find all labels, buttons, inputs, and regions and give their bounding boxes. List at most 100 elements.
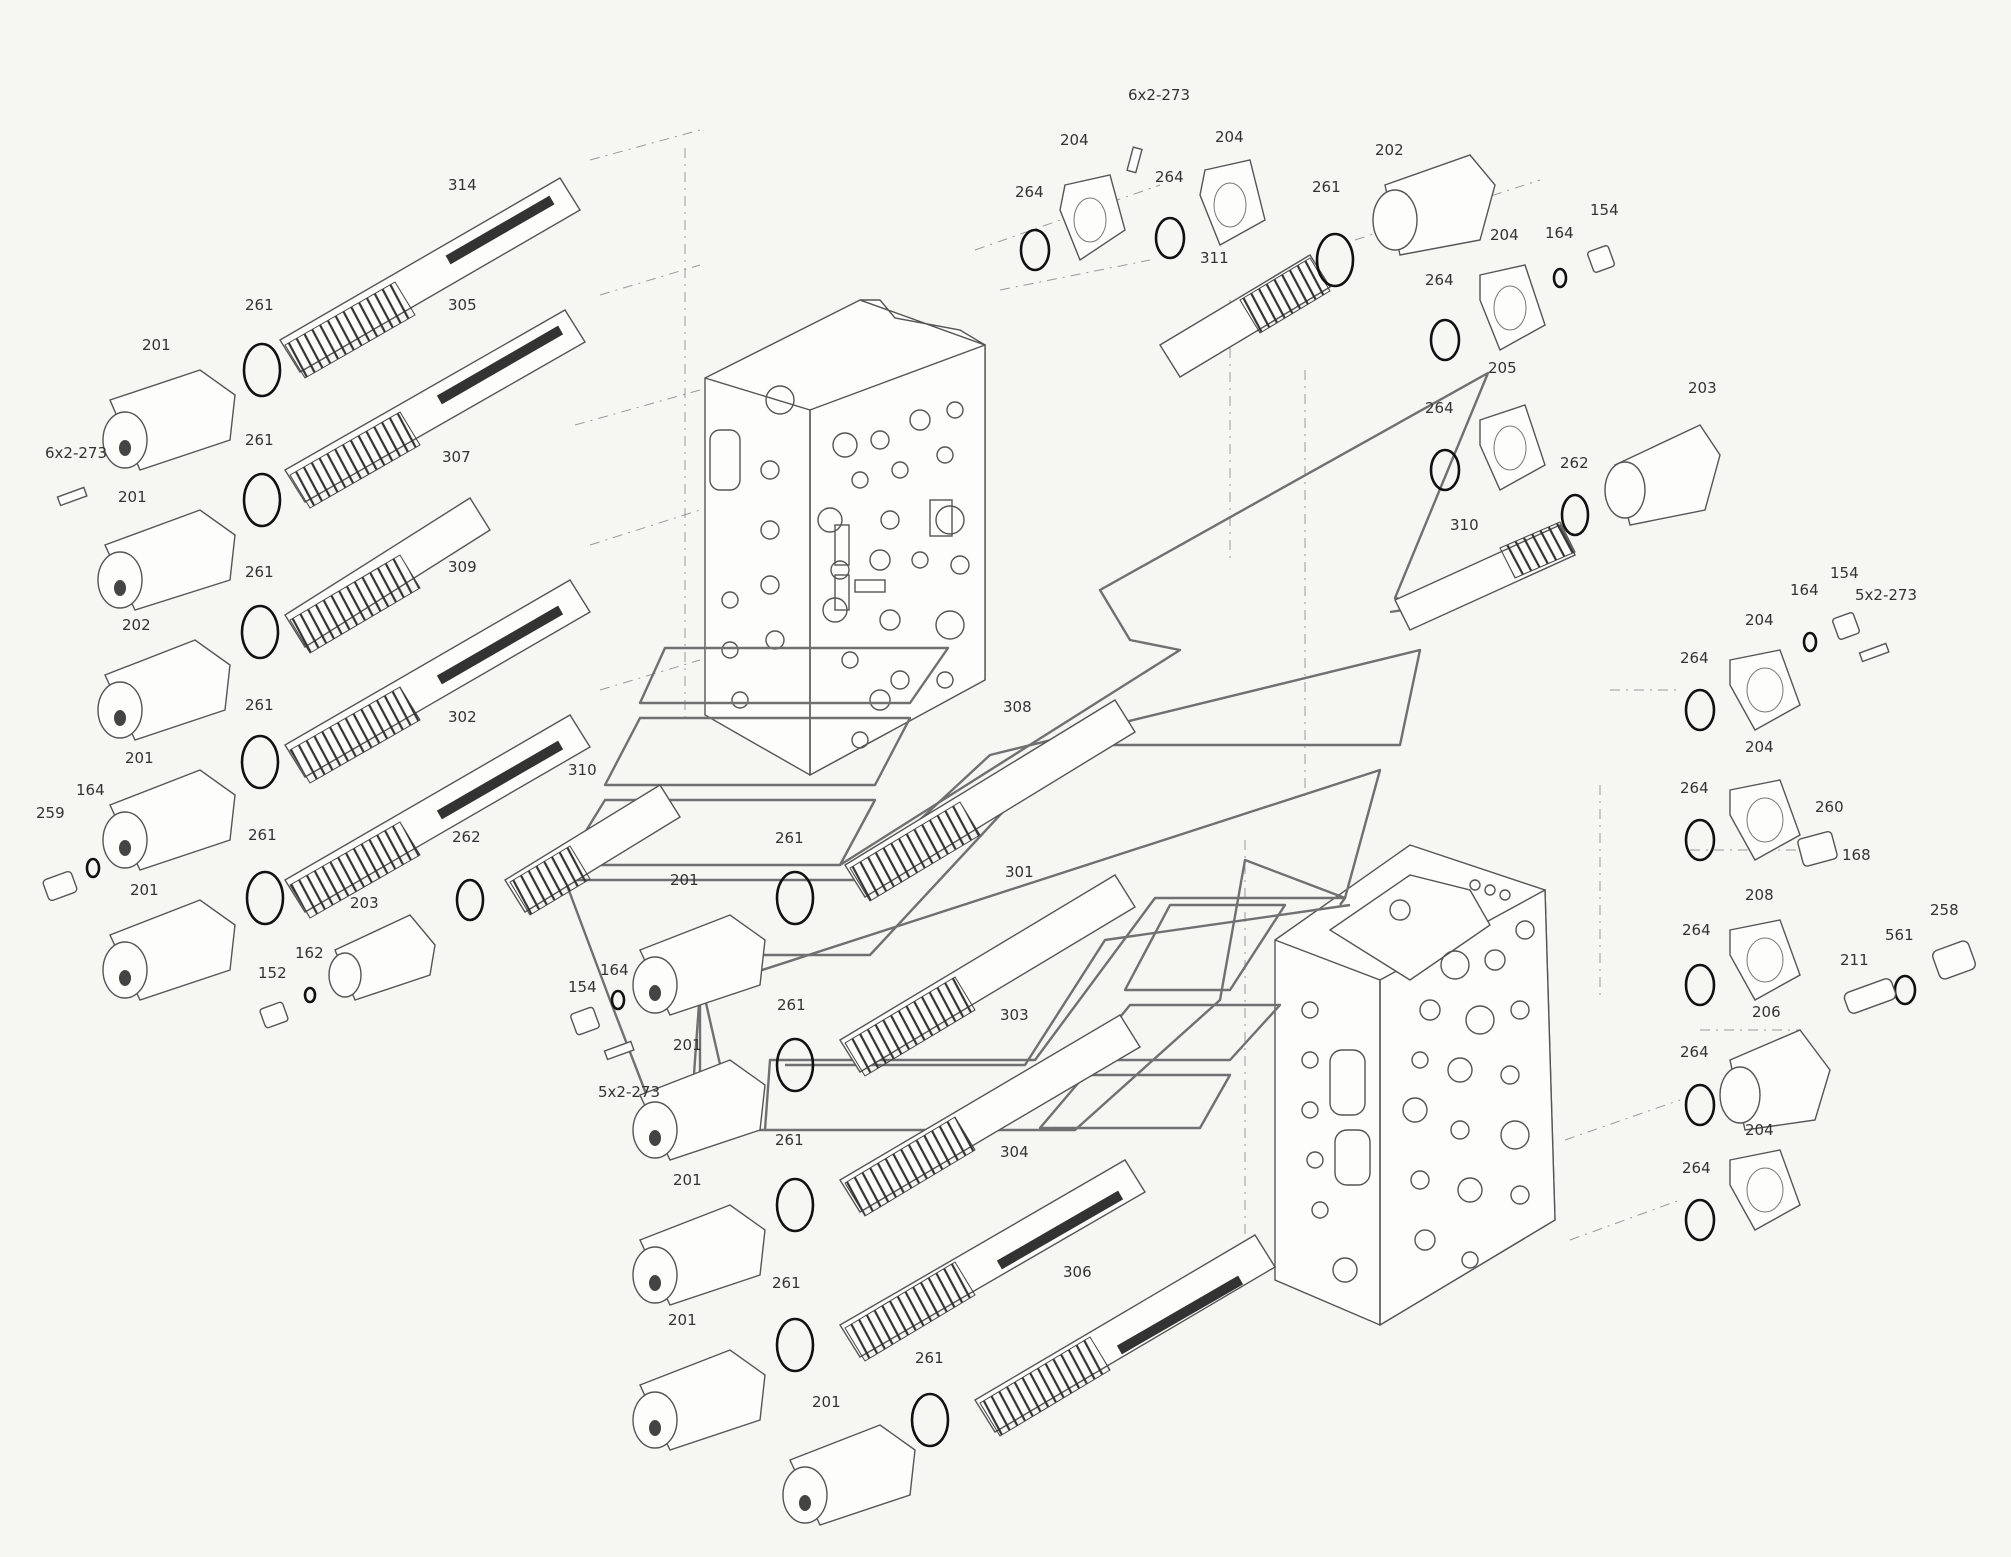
part-label: 204 (1745, 1121, 1774, 1139)
part-label: 203 (1688, 379, 1717, 397)
part-label: 205 (1488, 359, 1517, 377)
spools (279, 177, 1576, 1437)
part-label: 208 (1745, 886, 1774, 904)
flange-204-f (1729, 1149, 1801, 1231)
spool-306 (974, 1234, 1276, 1437)
spool-305 (284, 309, 586, 509)
part-label: 264 (1680, 779, 1709, 797)
spool-310-upper (1394, 521, 1576, 631)
part-label: 201 (670, 871, 699, 889)
cap-203-left (328, 914, 436, 1001)
cap-201-a (102, 369, 236, 471)
part-label: 308 (1003, 698, 1032, 716)
part-label: 201 (668, 1311, 697, 1329)
part-label: 206 (1752, 1003, 1781, 1021)
part-label: 201 (142, 336, 171, 354)
part-label: 201 (125, 749, 154, 767)
part-label: 262 (452, 828, 481, 846)
valve-211 (1843, 978, 1897, 1014)
part-label: 261 (775, 829, 804, 847)
part-label: 260 (1815, 798, 1844, 816)
part-label: 201 (812, 1393, 841, 1411)
part-label: 204 (1215, 128, 1244, 146)
plug-152 (259, 1001, 289, 1029)
part-label: 310 (1450, 516, 1479, 534)
part-label: 306 (1063, 1263, 1092, 1281)
part-label: 303 (1000, 1006, 1029, 1024)
part-label: 311 (1200, 249, 1229, 267)
part-label: 314 (448, 176, 477, 194)
part-label: 258 (1930, 901, 1959, 919)
part-label: 261 (245, 696, 274, 714)
spool-303 (839, 1014, 1141, 1217)
bolt-6x2-273-left (56, 486, 88, 507)
cap-201-g (632, 1204, 766, 1306)
part-labels: 314 261 305 201 261 6x2-273 201 307 261 … (36, 86, 1959, 1411)
part-label: 204 (1490, 226, 1519, 244)
part-label: 264 (1680, 1043, 1709, 1061)
flange-204-b (1199, 159, 1266, 246)
cap-201-d (102, 899, 236, 1001)
part-label: 201 (130, 881, 159, 899)
part-label: 152 (258, 964, 287, 982)
part-label: 261 (777, 996, 806, 1014)
flange-204-c (1479, 264, 1546, 351)
part-label: 202 (1375, 141, 1404, 159)
part-label: 262 (1560, 454, 1589, 472)
part-label: 211 (1840, 951, 1869, 969)
cap-203-right (1604, 424, 1721, 526)
part-label: 302 (448, 708, 477, 726)
spool-302 (284, 714, 591, 919)
plug-258 (1932, 940, 1976, 980)
flanges (1059, 159, 1801, 1231)
part-label: 164 (600, 961, 629, 979)
cap-201-b (97, 509, 236, 611)
part-label: 5x2-273 (1855, 586, 1917, 604)
part-label: 310 (568, 761, 597, 779)
part-label: 261 (775, 1131, 804, 1149)
spool-309 (284, 579, 591, 784)
part-label: 6x2-273 (1128, 86, 1190, 104)
cap-201-c (102, 769, 236, 871)
part-label: 204 (1060, 131, 1089, 149)
part-label: 201 (118, 488, 147, 506)
part-label: 309 (448, 558, 477, 576)
part-label: 261 (245, 296, 274, 314)
cap-201-e (632, 914, 766, 1016)
part-label: 6x2-273 (45, 444, 107, 462)
flange-204-d (1729, 649, 1801, 731)
plug-259 (42, 870, 78, 902)
part-label: 261 (772, 1274, 801, 1292)
flange-205 (1479, 404, 1546, 491)
spool-310-lower (504, 784, 681, 916)
part-label: 561 (1885, 926, 1914, 944)
part-label: 201 (673, 1171, 702, 1189)
plug-260 (1797, 831, 1838, 867)
part-label: 305 (448, 296, 477, 314)
part-label: 154 (1830, 564, 1859, 582)
spool-307 (284, 497, 491, 654)
spool-304 (839, 1159, 1146, 1362)
part-label: 261 (1312, 178, 1341, 196)
part-label: 261 (245, 431, 274, 449)
plug-154-top (1587, 245, 1615, 273)
caps (97, 154, 1831, 1526)
cap-202-top (1372, 154, 1496, 256)
o-rings (85, 216, 1917, 1448)
part-label: 304 (1000, 1143, 1029, 1161)
part-label: 264 (1015, 183, 1044, 201)
part-label: 264 (1425, 271, 1454, 289)
part-label: 164 (1545, 224, 1574, 242)
part-label: 154 (1590, 201, 1619, 219)
valve-body-right (1274, 844, 1556, 1327)
plug-154-left (570, 1006, 600, 1036)
bolt-6x2-273-top (1126, 146, 1143, 174)
plugs-bolts (42, 146, 1976, 1061)
spool-311 (1159, 254, 1331, 378)
part-label: 301 (1005, 863, 1034, 881)
part-label: 168 (1842, 846, 1871, 864)
cap-201-h (632, 1349, 766, 1451)
cap-201-i (782, 1424, 916, 1526)
flange-204-e (1729, 779, 1801, 861)
